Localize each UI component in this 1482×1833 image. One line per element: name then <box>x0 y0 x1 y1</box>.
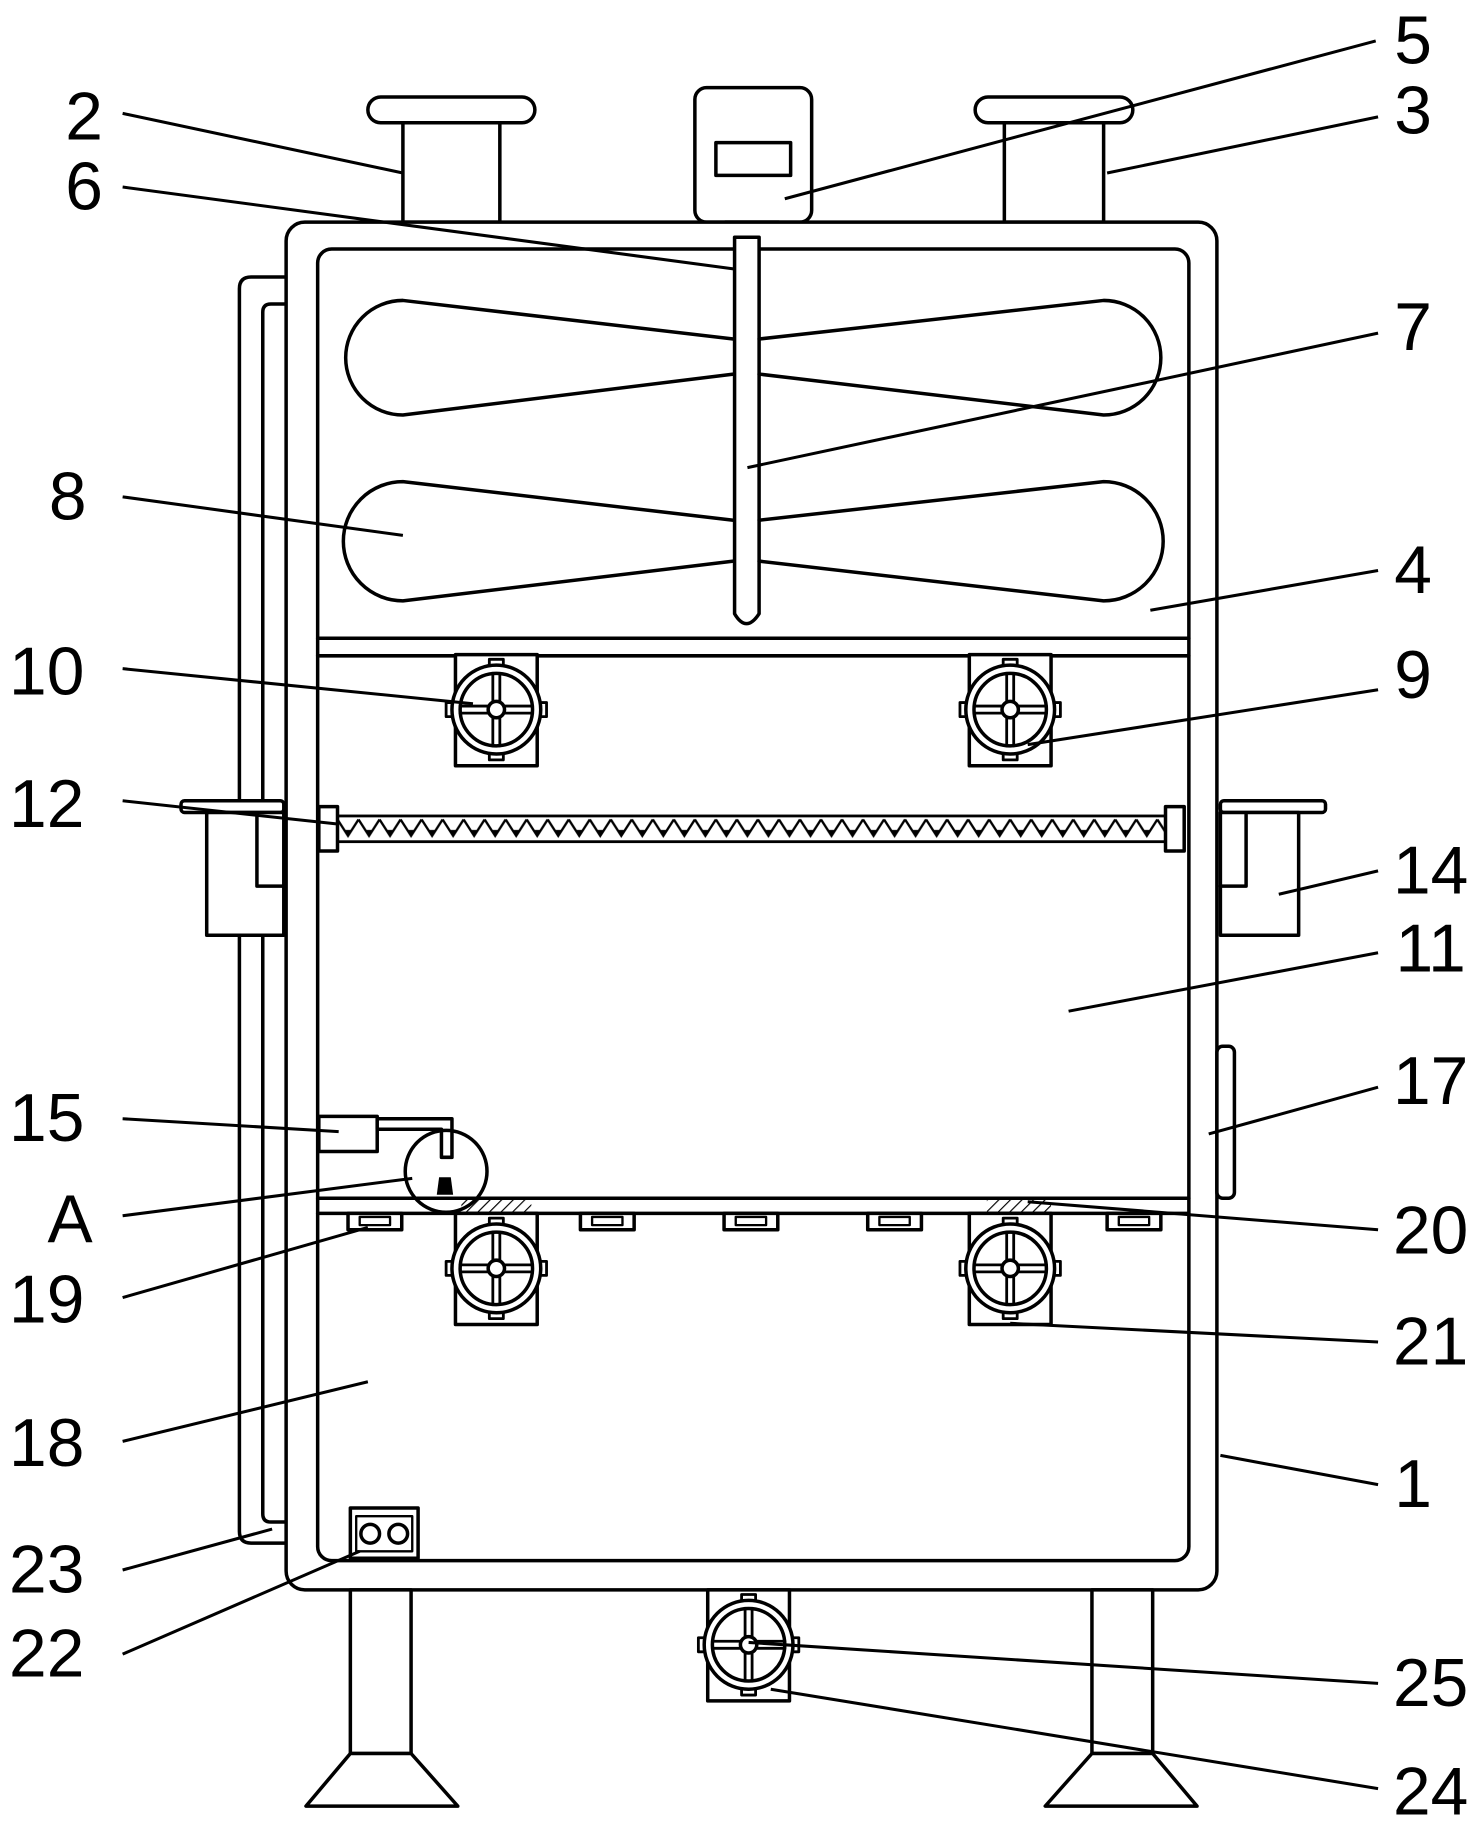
callout-21: 21 <box>1393 1304 1468 1379</box>
side-door <box>1215 1044 1237 1200</box>
callout-19: 19 <box>9 1262 84 1337</box>
callout-23: 23 <box>9 1532 84 1607</box>
motor-panel <box>714 140 793 178</box>
leader-line-11 <box>1068 951 1379 1013</box>
left-trough-box <box>204 810 286 937</box>
left-inlet-cap <box>366 95 537 125</box>
leader-line-24 <box>770 1687 1379 1791</box>
lower-blade-right <box>757 479 1165 603</box>
leader-lines <box>122 39 1379 1791</box>
callout-22: 22 <box>9 1617 84 1692</box>
leader-line-14 <box>1278 869 1379 896</box>
leader-line-25 <box>748 1640 1379 1685</box>
callout-labels: 2 6 5 3 7 8 4 10 9 12 14 11 15 17 A 20 1… <box>9 3 1468 1829</box>
callout-18: 18 <box>9 1406 84 1481</box>
callout-24: 24 <box>1393 1755 1468 1830</box>
leader-line-5 <box>784 39 1377 201</box>
left-inlet-pipe <box>401 120 502 224</box>
right-trough-box <box>1218 810 1301 937</box>
callout-9: 9 <box>1394 638 1432 713</box>
spray-nozzle <box>436 1177 454 1195</box>
leader-line-18 <box>122 1380 369 1443</box>
pump-port-right <box>387 1522 410 1545</box>
leader-line-1 <box>1220 1453 1379 1487</box>
right-inlet-cap <box>973 95 1135 125</box>
spray-pump <box>317 1114 379 1154</box>
leader-line-8 <box>122 495 404 537</box>
nozzle-block-inner <box>734 1215 768 1227</box>
callout-15: 15 <box>9 1081 84 1156</box>
upper-blade-left <box>344 298 736 417</box>
callout-4: 4 <box>1394 533 1432 608</box>
leader-line-21 <box>1010 1321 1379 1344</box>
leader-line-4 <box>1150 568 1379 612</box>
screen-mesh <box>336 814 1167 844</box>
callout-5: 5 <box>1394 3 1432 78</box>
upper-right-roller <box>958 652 1063 768</box>
partition-nozzles <box>346 1211 1163 1232</box>
leader-line-15 <box>122 1117 339 1134</box>
nozzle-block-inner <box>1117 1215 1151 1227</box>
lower-left-roller <box>444 1211 549 1327</box>
leader-line-10 <box>122 667 474 706</box>
leader-line-23 <box>122 1527 273 1572</box>
left-trough-inner <box>255 813 286 888</box>
leader-line-9 <box>1027 688 1379 747</box>
nozzle-block-inner <box>878 1215 911 1227</box>
callout-2: 2 <box>65 79 103 154</box>
callout-14: 14 <box>1393 833 1468 908</box>
callout-1: 1 <box>1394 1447 1432 1522</box>
partition-hatch-right <box>986 1198 1052 1214</box>
leader-line-20 <box>1027 1200 1379 1232</box>
left-leg <box>348 1588 413 1756</box>
pump-port-left <box>359 1522 382 1545</box>
right-inlet-pipe <box>1002 120 1106 224</box>
lower-blade-left <box>341 479 736 603</box>
upper-left-roller <box>444 652 549 768</box>
callout-17: 17 <box>1393 1044 1468 1119</box>
spray-pipe <box>375 1116 454 1160</box>
callout-6: 6 <box>65 150 103 225</box>
leader-line-17 <box>1208 1085 1379 1136</box>
leader-line-22 <box>122 1549 361 1656</box>
leader-line-3 <box>1106 115 1379 175</box>
callout-11: 11 <box>1395 912 1465 987</box>
right-foot <box>1043 1751 1199 1808</box>
leader-line-2 <box>122 111 404 175</box>
stirring-shaft <box>732 235 761 626</box>
nozzle-block-inner <box>358 1215 392 1227</box>
callout-25: 25 <box>1393 1646 1468 1721</box>
nozzle-block-inner <box>590 1215 624 1227</box>
leader-line-7 <box>747 331 1379 470</box>
callout-20: 20 <box>1393 1193 1468 1268</box>
leader-line-12 <box>122 799 339 826</box>
partition-hatch-left <box>461 1198 532 1214</box>
callout-12: 12 <box>9 767 84 842</box>
callout-7: 7 <box>1394 290 1432 365</box>
callout-3: 3 <box>1394 74 1432 149</box>
leader-line-a <box>122 1176 413 1218</box>
screen-end-left <box>317 804 340 853</box>
screen-end-right <box>1163 804 1186 853</box>
callout-10: 10 <box>9 635 84 710</box>
callout-a: A <box>47 1182 93 1257</box>
leader-line-6 <box>122 185 734 271</box>
right-leg <box>1090 1588 1155 1756</box>
circulation-pump-inner <box>355 1515 414 1553</box>
upper-blade-right <box>757 298 1163 417</box>
right-trough-inner <box>1218 813 1248 888</box>
leader-line-19 <box>122 1225 369 1300</box>
left-foot <box>304 1751 460 1808</box>
lower-right-roller <box>958 1211 1063 1327</box>
callout-8: 8 <box>49 459 87 534</box>
